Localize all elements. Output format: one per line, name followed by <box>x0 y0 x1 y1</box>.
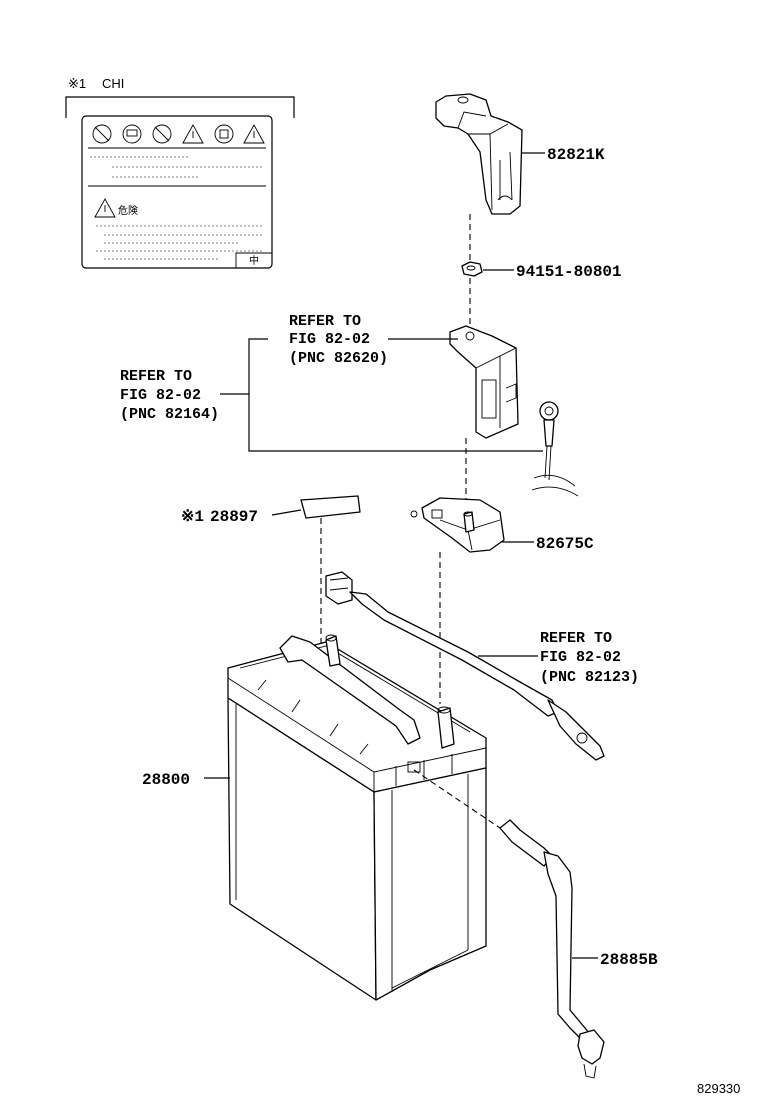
part-label-28897: 28897 <box>210 508 258 526</box>
ref2-line2: FIG 82-02 <box>120 387 201 404</box>
vent-hose-28885B <box>499 819 605 1079</box>
cable-ring-terminal <box>531 401 579 497</box>
fusible-link-block <box>449 325 519 439</box>
warning-text: 危険 <box>118 205 138 217</box>
diagram-id: 829330 <box>697 1081 740 1096</box>
ref1-line1: REFER TO <box>289 313 361 330</box>
part-label-94151-80801: 94151-80801 <box>516 263 622 281</box>
ref3-line2: FIG 82-02 <box>540 649 621 666</box>
ref1-line2: FIG 82-02 <box>289 331 370 348</box>
part-marker-28897: ※1 <box>181 508 204 526</box>
ref3-line3: (PNC 82123) <box>540 669 639 686</box>
part-label-28885B: 28885B <box>600 951 658 969</box>
ref1-line3: (PNC 82620) <box>289 350 388 367</box>
terminal-clamp-82675C <box>410 497 505 553</box>
battery-28800 <box>227 634 487 1001</box>
positive-cable <box>325 571 605 761</box>
part-label-82675C: 82675C <box>536 535 594 553</box>
label-corner-text: 中 <box>249 254 259 267</box>
pictogram-row <box>92 124 265 144</box>
label-sheet-28897 <box>300 495 361 519</box>
part-label-82821K: 82821K <box>547 146 605 164</box>
label-inset: ※1 CHI 危険 中 <box>65 76 295 269</box>
ref3-line1: REFER TO <box>540 630 612 647</box>
part-label-28800: 28800 <box>142 771 190 789</box>
nut-94151-80801 <box>461 261 483 277</box>
label-note-text: CHI <box>102 76 124 91</box>
ref2-line1: REFER TO <box>120 368 192 385</box>
ref2-line3: (PNC 82164) <box>120 406 219 423</box>
terminal-cover-82821K <box>435 93 523 215</box>
warning-label-sticker <box>81 115 273 269</box>
label-note-marker: ※1 <box>68 76 86 91</box>
